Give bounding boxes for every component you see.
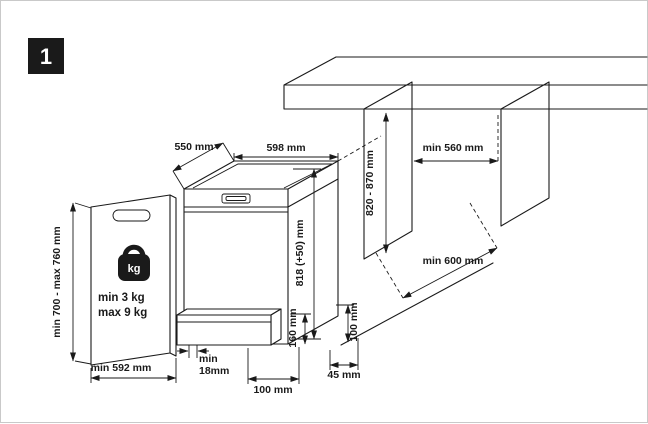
panel-weight-min-label: min 3 kg <box>98 292 145 304</box>
dim-width-top: 598 mm <box>233 142 339 161</box>
dim-front-gap: 100 mm <box>247 347 300 396</box>
control-panel-handle <box>221 193 251 204</box>
dim-side-gap: 100 mm <box>336 302 360 343</box>
dim-niche-depth: min 600 mm <box>402 247 498 299</box>
dim-depth-top: 550 mm <box>172 141 235 190</box>
control-panel-display <box>225 196 247 201</box>
width-top-label: 598 mm <box>266 142 305 154</box>
cabinet-right-panel <box>500 81 550 227</box>
construction-lines <box>337 113 499 299</box>
body-height-label: 818 (+50) mm <box>294 220 306 287</box>
dim-panel-width: min 592 mm <box>90 358 177 383</box>
depth-top-label: 550 mm <box>174 141 213 153</box>
kg-weight-icon: kg <box>118 244 150 281</box>
countertop <box>283 56 648 110</box>
dim-panel-height: min 700 - max 760 mm <box>51 202 92 365</box>
plinth-drawer <box>176 308 282 346</box>
panel-weight-max-label: max 9 kg <box>98 307 147 319</box>
niche-depth-label: min 600 mm <box>423 255 484 267</box>
step-badge: 1 <box>28 38 64 74</box>
kg-icon-label: kg <box>128 263 141 275</box>
door-handle-icon <box>112 209 151 222</box>
floor-line <box>340 262 494 346</box>
dim-niche-height: 820 - 870 mm <box>364 112 389 254</box>
panel-thickness-label-min: min <box>199 353 218 365</box>
plinth-height-label: 160 mm <box>287 308 299 347</box>
panel-thickness-label-value: 18mm <box>199 365 229 377</box>
side-offset-label: 45 mm <box>327 369 360 381</box>
panel-width-label: min 592 mm <box>91 362 152 374</box>
side-gap-label: 100 mm <box>348 302 360 341</box>
step-badge-box <box>28 38 64 74</box>
cabinet-left-panel <box>363 81 413 260</box>
dim-panel-thickness: min 18mm <box>177 345 229 377</box>
dim-niche-width: min 560 mm <box>413 142 499 164</box>
niche-width-label: min 560 mm <box>423 142 484 154</box>
panel-height-label: min 700 - max 760 mm <box>51 226 63 337</box>
step-number: 1 <box>40 44 52 69</box>
niche-height-label: 820 - 870 mm <box>364 150 376 216</box>
door-panel: kg min 3 kg max 9 kg <box>90 194 177 366</box>
dim-plinth-height: 160 mm <box>287 308 311 348</box>
dim-side-offset: 45 mm <box>327 338 361 381</box>
front-gap-label: 100 mm <box>253 384 292 396</box>
